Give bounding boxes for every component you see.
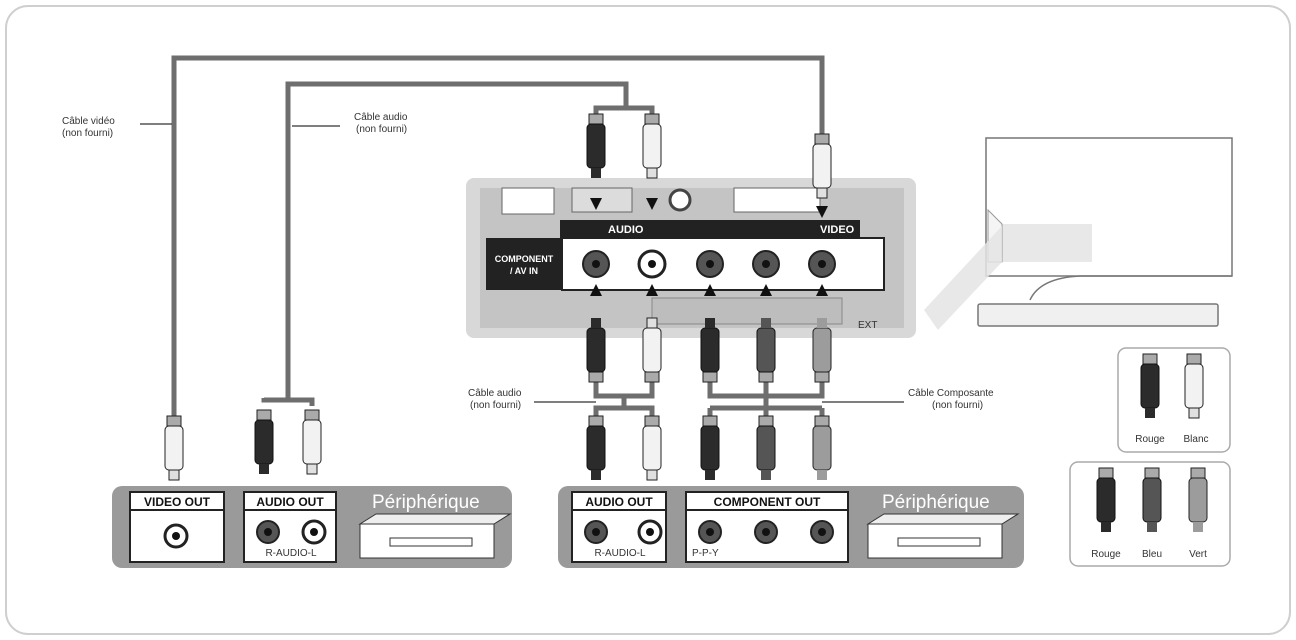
tv-ext-label: EXT bbox=[858, 320, 877, 331]
component-cable-label-1: Câble Composante bbox=[908, 388, 994, 399]
legend-red-label: Rouge bbox=[1135, 434, 1165, 445]
component-cable-label-2: (non fourni) bbox=[932, 400, 983, 411]
left-audio-out-label: AUDIO OUT bbox=[256, 495, 324, 509]
video-cable-label-1: Câble vidéo bbox=[62, 116, 115, 127]
right-audio-out-label: AUDIO OUT bbox=[585, 495, 653, 509]
legend-white-label: Blanc bbox=[1183, 434, 1208, 445]
legend-component-box bbox=[1069, 461, 1231, 567]
legend-comp-blue-label: Bleu bbox=[1142, 549, 1162, 560]
mid-audio-cable-label-2: (non fourni) bbox=[470, 400, 521, 411]
legend-audio-box bbox=[1117, 347, 1231, 453]
tv-audio-label: AUDIO bbox=[608, 224, 644, 236]
mid-audio-cable-label-1: Câble audio bbox=[468, 388, 522, 399]
tv-input-label-1: COMPONENT bbox=[495, 254, 554, 264]
audio-cable-label-2: (non fourni) bbox=[356, 124, 407, 135]
video-cable-label-2: (non fourni) bbox=[62, 128, 113, 139]
arrows-down bbox=[590, 198, 828, 218]
tv-video-label: VIDEO bbox=[820, 224, 855, 236]
right-component-sub-label: P-P-Y bbox=[692, 548, 719, 559]
left-audio-sub-label: R-AUDIO-L bbox=[265, 548, 317, 559]
right-device-label: Périphérique bbox=[882, 492, 990, 513]
right-component-out-label: COMPONENT OUT bbox=[714, 495, 821, 509]
left-device-bar bbox=[112, 486, 512, 568]
left-video-out-label: VIDEO OUT bbox=[144, 495, 211, 509]
legend-comp-red-label: Rouge bbox=[1091, 549, 1121, 560]
legend-comp-green-label: Vert bbox=[1189, 549, 1207, 560]
callout-lines bbox=[140, 123, 904, 403]
cable-lines bbox=[171, 55, 825, 418]
audio-cable-label-1: Câble audio bbox=[354, 112, 408, 123]
tv-jacks bbox=[582, 249, 836, 279]
right-device-bar bbox=[558, 486, 1024, 568]
left-device-label: Périphérique bbox=[372, 492, 480, 513]
arrows-up bbox=[590, 284, 828, 296]
tv-input-label-2: / AV IN bbox=[510, 266, 538, 276]
tv-illustration bbox=[924, 137, 1233, 330]
right-audio-sub-label: R-AUDIO-L bbox=[594, 548, 646, 559]
